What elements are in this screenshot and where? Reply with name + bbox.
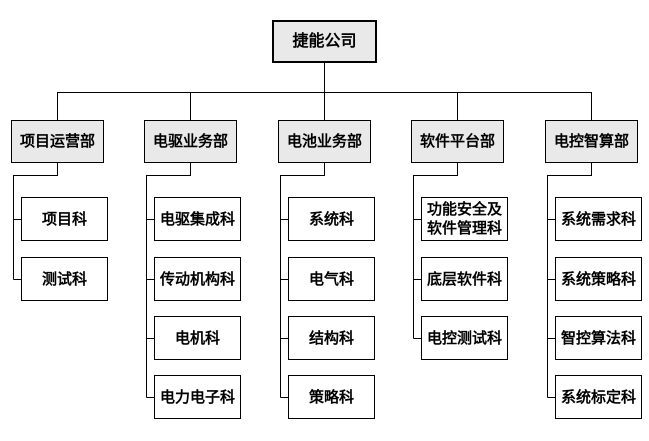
section-node: 系统需求科: [555, 197, 642, 241]
section-node: 传动机构科: [154, 257, 241, 301]
section-node: 测试科: [21, 257, 108, 301]
section-node: 底层软件科: [421, 257, 508, 301]
department-node-edrive-business: 电驱业务部: [144, 120, 237, 163]
section-node: 结构科: [288, 316, 375, 360]
company-root-node: 捷能公司: [272, 20, 377, 63]
department-node-battery-business: 电池业务部: [278, 120, 371, 163]
section-node: 系统策略科: [555, 257, 642, 301]
section-node: 电驱集成科: [154, 197, 241, 241]
section-node: 电机科: [154, 316, 241, 360]
section-node: 电控测试科: [421, 316, 508, 360]
section-node: 系统科: [288, 197, 375, 241]
department-node-project-operations: 项目运营部: [11, 120, 104, 163]
section-node: 功能安全及软件管理科: [421, 197, 508, 241]
department-node-control-intelligence: 电控智算部: [545, 120, 638, 163]
section-node: 项目科: [21, 197, 108, 241]
department-node-software-platform: 软件平台部: [411, 120, 504, 163]
section-node: 电力电子科: [154, 375, 241, 419]
section-node: 策略科: [288, 375, 375, 419]
section-node: 系统标定科: [555, 375, 642, 419]
section-node: 智控算法科: [555, 316, 642, 360]
section-node: 电气科: [288, 257, 375, 301]
